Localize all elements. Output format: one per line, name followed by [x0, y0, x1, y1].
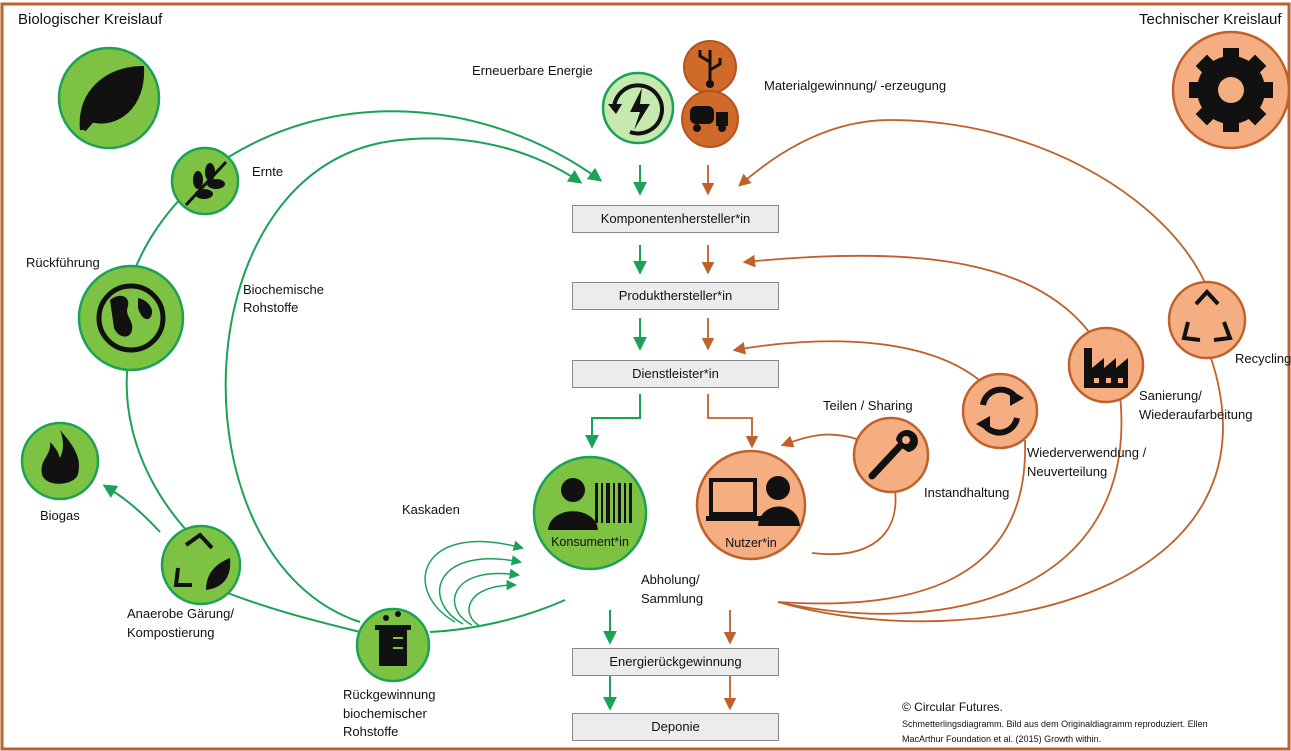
box-deponie: Deponie	[572, 713, 779, 741]
wrench-icon	[852, 416, 930, 494]
globe-icon	[77, 264, 185, 372]
flask-icon	[355, 607, 431, 683]
tech-loops	[701, 119, 1224, 711]
label-teilen-sharing: Teilen / Sharing	[823, 398, 913, 413]
box-produkthersteller: Produkthersteller*in	[572, 282, 779, 310]
title-biological: Biologischer Kreislauf	[18, 11, 163, 28]
flame-icon	[20, 421, 100, 501]
barcode-person-icon	[532, 455, 648, 571]
label-abholung: Abholung/	[641, 572, 700, 587]
label-anaerobe-gaerung: Anaerobe Gärung/	[127, 606, 234, 621]
recycle-icon	[1167, 280, 1247, 360]
credit-copyright: © Circular Futures.	[902, 700, 1003, 714]
credit-line-1: Schmetterlingsdiagramm. Bild aus dem Ori…	[902, 719, 1208, 729]
box-energierueckgewinnung: Energierückgewinnung	[572, 648, 779, 676]
label-ernte: Ernte	[252, 164, 284, 179]
konsument-label: Konsument*in	[551, 535, 629, 549]
leaf-icon	[57, 46, 161, 150]
label-kompostierung: Kompostierung	[127, 625, 215, 640]
label-biogas: Biogas	[40, 508, 80, 523]
factory-icon	[1067, 326, 1145, 404]
label-rueckgewinnung: Rückgewinnung	[343, 687, 436, 702]
label-biochemischer: biochemischer	[343, 706, 427, 721]
label-rueckfuehrung: Rückführung	[26, 255, 100, 270]
label-biochemische: Biochemische	[243, 282, 324, 297]
label-rohstoffe: Rohstoffe	[243, 300, 299, 315]
label-instandhaltung: Instandhaltung	[924, 485, 1010, 500]
computer-user-icon	[695, 449, 807, 561]
cascade-arrows	[424, 540, 525, 627]
gear-icon	[1171, 30, 1291, 150]
label-wiederverwendung: Wiederverwendung /	[1027, 445, 1147, 460]
refresh-icon	[961, 372, 1039, 450]
credit-line-2: MacArthur Foundation et al. (2015) Growt…	[902, 734, 1102, 744]
label-neuverteilung: Neuverteilung	[1027, 464, 1108, 479]
recycle-leaf-icon	[160, 524, 242, 606]
nutzer-label: Nutzer*in	[725, 536, 776, 550]
usb-icon	[683, 40, 737, 94]
label-materialgewinnung: Materialgewinnung/ -erzeugung	[764, 78, 947, 93]
label-sammlung: Sammlung	[641, 591, 704, 606]
energy-icon	[601, 71, 675, 145]
box-dienstleister: Dienstleister*in	[572, 360, 779, 388]
label-recycling: Recycling	[1235, 351, 1291, 366]
label-erneuerbare-energie: Erneuerbare Energie	[472, 63, 593, 78]
label-wiederaufarbeitung: Wiederaufarbeitung	[1139, 407, 1253, 422]
bio-loops	[102, 110, 647, 711]
label-kaskaden: Kaskaden	[402, 502, 460, 517]
label-sanierung: Sanierung/	[1139, 388, 1202, 403]
title-technical: Technischer Kreislauf	[1139, 11, 1282, 28]
wheat-icon	[170, 146, 240, 216]
box-komponentenhersteller: Komponentenhersteller*in	[572, 205, 779, 233]
cement-truck-icon	[681, 90, 739, 148]
label-rohstoffe-2: Rohstoffe	[343, 724, 399, 739]
